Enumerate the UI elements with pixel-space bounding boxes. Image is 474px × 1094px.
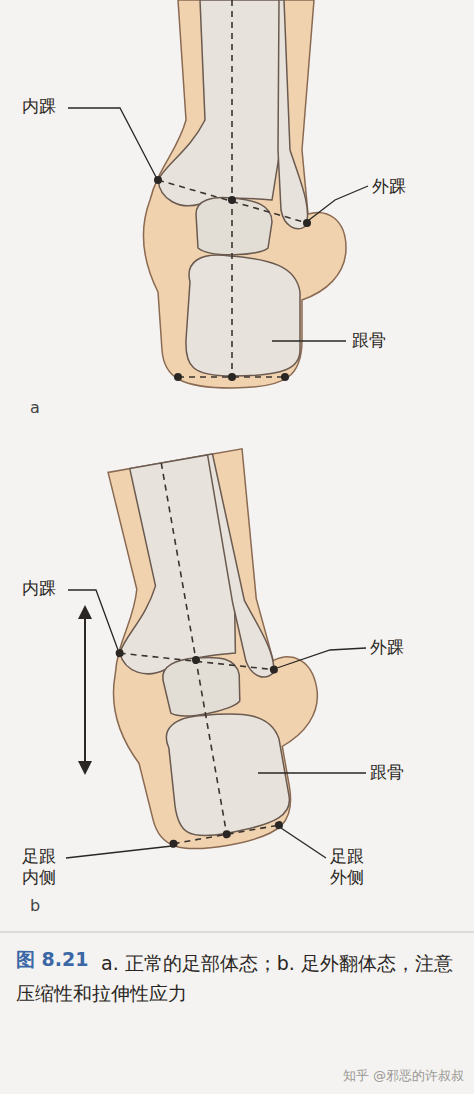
leader-line	[277, 648, 366, 668]
leader-line	[68, 590, 118, 650]
normal-foot	[143, 0, 346, 388]
panel-letter: a	[30, 398, 40, 418]
part-label: 跟骨	[370, 762, 404, 783]
leader-line	[68, 108, 156, 177]
part-label: 跟骨	[352, 330, 386, 351]
part-label: 足跟 外侧	[330, 846, 369, 889]
figure-number: 图 8.21	[16, 948, 89, 972]
stress-arrow	[84, 612, 86, 768]
caption-rule	[0, 932, 474, 933]
leader-line	[258, 772, 366, 773]
leader-line	[281, 828, 326, 858]
figure-caption: a. 正常的足部体态；b. 足外翻体态，注意压缩性和拉伸性应力	[16, 948, 456, 1009]
part-label: 足跟 内侧	[22, 846, 61, 889]
part-label: 外踝	[370, 637, 404, 658]
leader-line	[66, 846, 172, 858]
leader-line	[272, 340, 346, 341]
watermark: 知乎 @邪恶的许叔叔	[343, 1068, 464, 1084]
part-label: 内踝	[22, 578, 56, 599]
panel-letter: b	[30, 896, 40, 916]
part-label: 外踝	[372, 176, 406, 197]
leader-line	[309, 186, 368, 220]
part-label: 内踝	[22, 96, 56, 117]
everted-foot	[74, 443, 341, 860]
